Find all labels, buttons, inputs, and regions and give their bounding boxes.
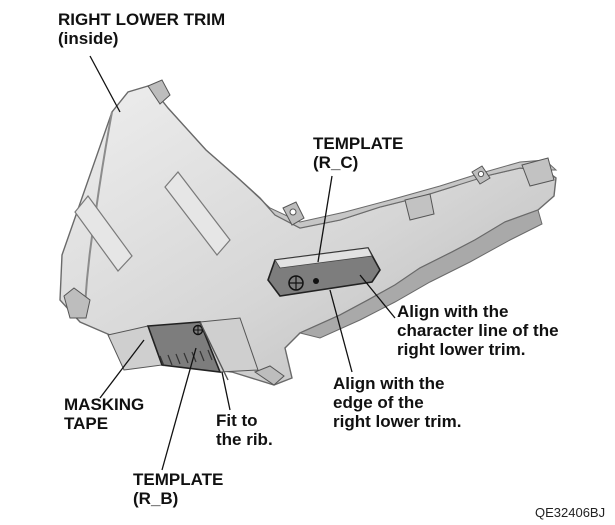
leader-template-rc: [317, 175, 333, 263]
label-line: Fit to: [216, 411, 258, 430]
label-line: (inside): [58, 29, 119, 48]
mounting-tab: [147, 79, 171, 105]
leader-template-rb: [161, 347, 197, 471]
figure-code: QE32406BJ: [535, 505, 606, 520]
label-masking-tape: MASKING TAPE: [64, 395, 144, 433]
label-align-character-line: Align with the character line of the rig…: [397, 302, 559, 359]
mounting-clip: [253, 365, 285, 386]
label-right-lower-trim: RIGHT LOWER TRIM (inside): [58, 10, 225, 48]
mounting-tab: [521, 157, 555, 187]
trim-rib-pad: [74, 195, 133, 272]
leader-edge: [329, 289, 353, 373]
leader-masking-tape: [99, 339, 145, 399]
mounting-tab: [404, 193, 435, 221]
label-line: TEMPLATE: [133, 470, 224, 489]
leader-character-line: [359, 274, 396, 319]
label-fit-to-rib: Fit to the rib.: [216, 411, 273, 449]
leader-lines: [89, 55, 396, 471]
label-template-rb: TEMPLATE (R_B): [133, 470, 223, 508]
label-line: TAPE: [64, 414, 109, 433]
mounting-clip: [63, 287, 91, 319]
template-rc-dot: [313, 278, 319, 284]
template-rb-mark: [192, 324, 204, 336]
label-line: RIGHT LOWER TRIM: [58, 10, 226, 29]
label-line: (R_C): [313, 153, 359, 172]
label-line: character line of the: [397, 321, 559, 340]
mounting-hole: [477, 170, 485, 178]
template-rc-crosshair: [289, 276, 303, 290]
trim-lower-face: [298, 209, 543, 339]
label-align-edge: Align with the edge of the right lower t…: [333, 374, 461, 431]
label-line: Align with the: [333, 374, 445, 393]
template-rc-strip: [274, 247, 373, 269]
label-line: Align with the: [397, 302, 509, 321]
label-template-rc: TEMPLATE (R_C): [313, 134, 403, 172]
label-line: edge of the: [333, 393, 424, 412]
label-line: right lower trim.: [333, 412, 462, 431]
mounting-hole: [289, 208, 297, 216]
label-line: right lower trim.: [397, 340, 526, 359]
leader-trim: [89, 55, 121, 113]
template-rb-crosshair: [194, 326, 202, 334]
template-rb-shape: [146, 321, 222, 373]
label-line: MASKING: [64, 395, 145, 414]
trim-rib-pad: [164, 171, 231, 256]
label-line: TEMPLATE: [313, 134, 404, 153]
label-line: the rib.: [216, 430, 273, 449]
label-line: (R_B): [133, 489, 179, 508]
trim-edge-line: [199, 321, 229, 381]
leader-fit-rib: [221, 371, 231, 411]
